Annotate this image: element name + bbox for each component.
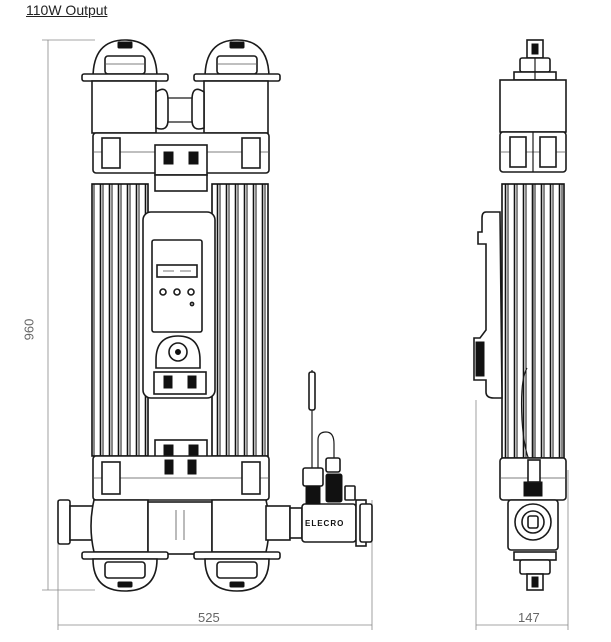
left-bridge-bulge <box>155 88 169 130</box>
panel-button-1 <box>159 288 167 296</box>
left-lamp-tube <box>91 183 149 457</box>
side-top-cap <box>513 39 557 81</box>
lower-connector-block <box>153 371 207 395</box>
upper-connector-block <box>154 144 208 176</box>
control-panel <box>142 211 216 399</box>
left-bottom-cap <box>81 551 169 592</box>
depth-dimension-line <box>475 400 569 630</box>
right-top-cap <box>193 39 281 82</box>
height-dimension-line <box>42 39 95 591</box>
right-bottom-cap <box>193 551 281 592</box>
right-lamp-tube <box>211 183 269 457</box>
flow-cell: ELECRO <box>289 370 373 547</box>
left-upper-housing <box>91 80 157 134</box>
right-bridge-bulge <box>191 88 205 130</box>
panel-button-2 <box>173 288 181 296</box>
sensor-probe-1 <box>302 467 324 487</box>
side-view <box>473 39 567 591</box>
side-upper-housing <box>499 79 567 133</box>
front-view: ELECRO <box>57 39 373 592</box>
display-screen <box>156 264 198 278</box>
sensor-probe-2 <box>325 473 343 503</box>
right-upper-housing <box>203 80 269 134</box>
bottom-manifold <box>57 499 291 555</box>
upper-clamp-band <box>92 132 270 192</box>
diagram-title: 110W Output <box>26 2 108 18</box>
depth-dimension-label: 147 <box>518 610 540 625</box>
left-top-cap <box>81 39 169 82</box>
side-lower-clamp <box>499 457 567 501</box>
lower-clamp-band <box>92 439 270 501</box>
brand-label: ELECRO <box>305 519 344 528</box>
side-port <box>507 499 559 551</box>
width-dimension-label: 525 <box>198 610 220 625</box>
panel-button-3 <box>187 288 195 296</box>
side-upper-clamp <box>499 131 567 173</box>
side-bottom-cap <box>513 551 557 591</box>
